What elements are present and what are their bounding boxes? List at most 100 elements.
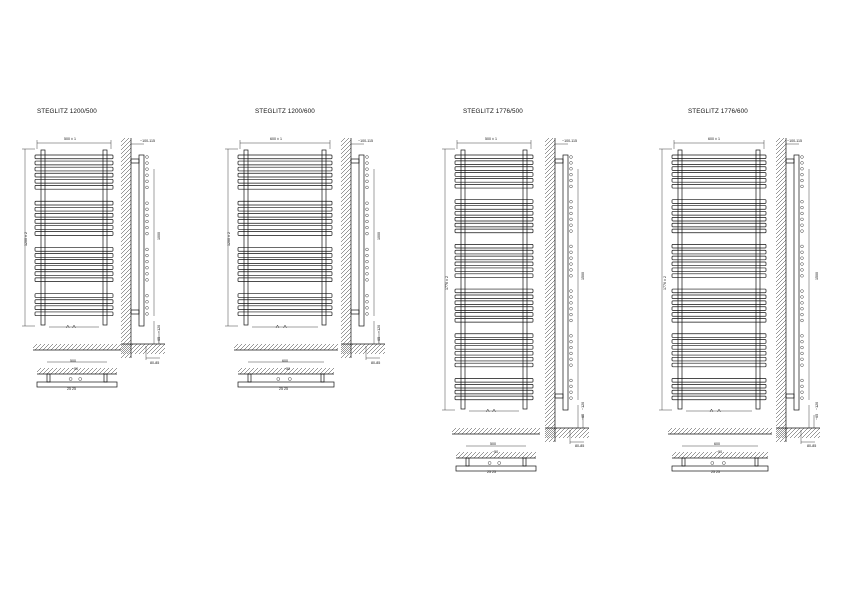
hatch-line [775,383,787,395]
heating-bar [34,172,114,178]
heating-bar [671,306,767,311]
hatch-line [243,367,251,375]
hatch-line [544,391,556,403]
hatch-line [548,435,556,443]
hatch-line [120,163,132,175]
hatch-line [340,163,352,175]
bar-section [365,201,369,205]
heating-bar [237,271,333,276]
hatch-line [544,283,556,295]
side-view [544,137,590,444]
hatch-line [737,427,745,435]
hatch-line [340,343,346,349]
hatch-line [120,259,132,271]
hatch-line [267,343,275,351]
hatch-line [340,179,352,191]
hatch-line [120,343,126,349]
hatch-line [120,347,132,359]
hatch-line [775,379,787,391]
hatch-line [775,423,787,435]
heating-bar [454,222,534,228]
hatch-line [327,343,335,351]
height-dimension: 1200 ± 2 [24,232,28,246]
hatch-line [775,419,787,431]
hatch-line [785,427,797,439]
heating-bar [671,312,767,317]
bar-section [145,294,149,298]
hatch-line [340,275,352,287]
connection-center-dimension: 1500 [815,272,819,280]
valve-marker [283,324,287,329]
hatch-line [817,435,821,439]
hatch-line [544,275,556,287]
hatch-line [340,191,352,203]
hatch-line [725,451,733,459]
hatch-line [485,427,493,435]
hatch-line [451,427,457,433]
hatch-line [378,347,386,355]
bar-section [800,340,804,344]
hatch-line [120,199,132,211]
hatch-line [299,343,307,351]
heating-bar [671,255,767,261]
hatch-line [340,339,352,351]
hatch-line [243,343,251,351]
hatch-area [234,344,338,350]
hatch-line [775,143,787,155]
hatch-line [544,151,556,163]
heating-bar [671,228,767,234]
heating-bar [34,253,114,258]
collector-right [321,149,327,326]
hatch-line [544,347,556,359]
bottom-clearance-dimension: ~120 [377,325,381,333]
hatch-line [775,343,787,355]
bar-section [569,334,573,338]
collector-left [460,149,466,410]
collector-right [522,149,528,410]
hatch-line [775,203,787,215]
plan-width-dimension: 600 [714,442,720,446]
hatch-line [340,175,352,187]
hatch-line [110,367,118,375]
hatch-line [120,239,132,251]
hatch-line [677,427,685,435]
hatch-line [120,227,132,239]
hatch-line [775,195,787,207]
hatch-line [775,427,781,433]
bar-section [145,207,149,211]
heating-bar [454,312,534,317]
hatch-line [340,287,352,299]
hatch-line [120,155,132,167]
hatch-line [358,343,370,355]
hatch-line [544,343,556,355]
bar-section [145,225,149,230]
bottom-offset-dimension: ~65 [581,414,585,420]
front-view [22,140,114,329]
heating-bar [237,219,333,224]
bar-section [569,384,573,388]
hatch-line [340,231,352,243]
bottom-clearance-dimension: ~120 [815,402,819,410]
hatch-line [120,231,132,243]
hatch-line [544,259,556,271]
hatch-line [74,367,82,375]
hatch-line [340,347,352,359]
hatch-line [50,343,58,351]
hatch-line [120,251,132,263]
bar-section [800,384,804,388]
wall-bracket [554,393,564,399]
drawing-steglitz-1200-500: STEGLITZ 1200/500 500 ± 1 1200 ± 2 ~100-… [22,108,166,391]
hatch-line [340,219,352,231]
heating-bar [454,351,534,356]
hatch-line [340,195,352,207]
bar-section [800,161,804,165]
hatch-line [271,343,279,351]
hatch-line [315,367,323,375]
heating-bar [237,277,333,282]
valve-circle [710,461,715,465]
hatch-line [489,451,497,459]
hatch-line [544,307,556,319]
bar-section [800,205,804,210]
hatch-line [509,451,517,459]
bar-section [569,161,573,165]
